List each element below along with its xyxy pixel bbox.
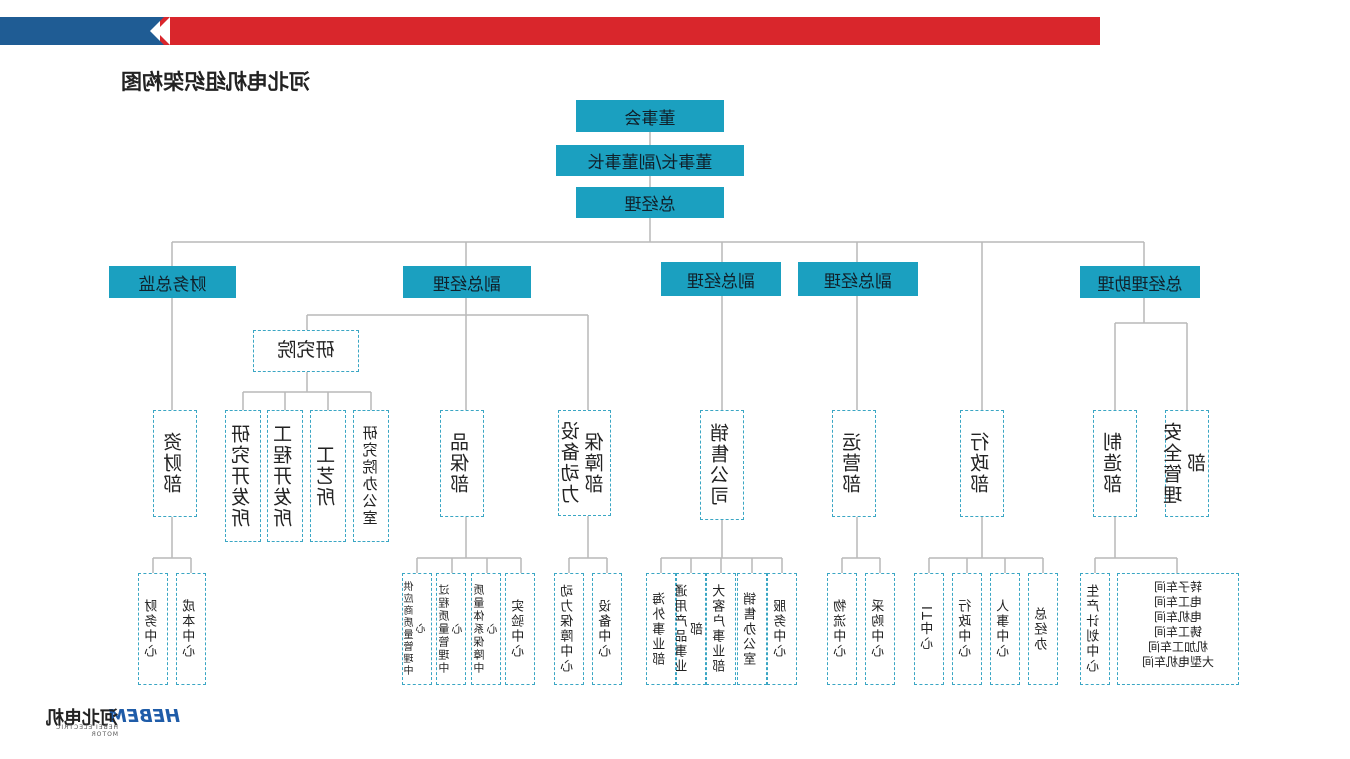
center-gm-office: 总经办: [1028, 573, 1058, 685]
dept-admin: 行政部: [960, 410, 1004, 517]
center-equipment: 设备中心: [592, 573, 622, 685]
vp-box-1: 副总经理: [798, 262, 918, 296]
dept-equipment: 设备动力保障部: [558, 410, 611, 516]
center-purchase: 采购中心: [865, 573, 895, 685]
chairman-box: 董事长/副董事长: [556, 145, 744, 176]
dept-finance: 资财部: [153, 410, 197, 517]
research-institute-box: 研究院: [253, 330, 359, 372]
ri-development: 研究开发所: [225, 410, 261, 542]
dept-manufacturing: 制造部: [1093, 410, 1137, 517]
cfo-box: 财务总监: [109, 266, 236, 298]
dept-quality: 品保部: [440, 410, 484, 517]
dept-operations: 运营部: [832, 410, 876, 517]
ri-craft: 工艺所: [310, 410, 346, 542]
logo-en-text: HEBEI ELECTRIC MOTOR: [55, 724, 118, 738]
list-item: 电机车间: [1154, 610, 1203, 624]
dept-sales: 销售公司: [700, 410, 744, 520]
center-cost: 成本中心: [176, 573, 206, 685]
center-finance: 财务中心: [138, 573, 168, 685]
center-general-products: 通用产品事业部: [675, 573, 706, 685]
center-power: 动力保障中心: [554, 573, 584, 685]
center-system-quality: 质量体系保障中心: [471, 573, 501, 685]
center-process-quality: 过程质量管理中心: [436, 573, 466, 685]
workshops-list: 转子车间 电工车间 电机车间 铸工车间 机加工车间 大型电机车间: [1117, 573, 1239, 685]
gm-assistant-box: 总经理助理: [1080, 266, 1200, 298]
list-item: 转子车间: [1154, 580, 1203, 594]
center-service: 服务中心: [767, 573, 797, 685]
ri-office: 研究院办公室: [353, 410, 389, 542]
center-overseas: 海外事业部: [646, 573, 676, 685]
center-admin: 行政中心: [952, 573, 982, 685]
center-supplier-quality: 供应商质量管理中心: [402, 573, 432, 685]
center-hr: 人事中心: [990, 573, 1020, 685]
center-it: IT中心: [914, 573, 944, 685]
dept-safety: 安全管理部: [1163, 410, 1209, 517]
company-logo: HEBEM 河北电机 HEBEI ELECTRIC MOTOR: [30, 700, 180, 738]
center-logistics: 物流中心: [827, 573, 857, 685]
center-key-accounts: 大客户事业部: [706, 573, 736, 685]
ri-engineering: 工程开发所: [267, 410, 303, 542]
vp-box-3: 副总经理: [403, 266, 531, 298]
board-of-directors-box: 董事会: [576, 100, 724, 132]
logo-brand-mark: HEBEM: [108, 706, 180, 727]
general-manager-box: 总经理: [576, 187, 724, 218]
list-item: 机加工车间: [1148, 640, 1209, 654]
vp-box-2: 副总经理: [661, 262, 781, 296]
center-lab: 实验中心: [505, 573, 535, 685]
center-sales-office: 销售办公室: [737, 573, 767, 685]
list-item: 铸工车间: [1154, 625, 1203, 639]
list-item: 电工车间: [1154, 595, 1203, 609]
center-production-plan: 生产计划中心: [1080, 573, 1110, 685]
list-item: 大型电机车间: [1142, 655, 1215, 669]
